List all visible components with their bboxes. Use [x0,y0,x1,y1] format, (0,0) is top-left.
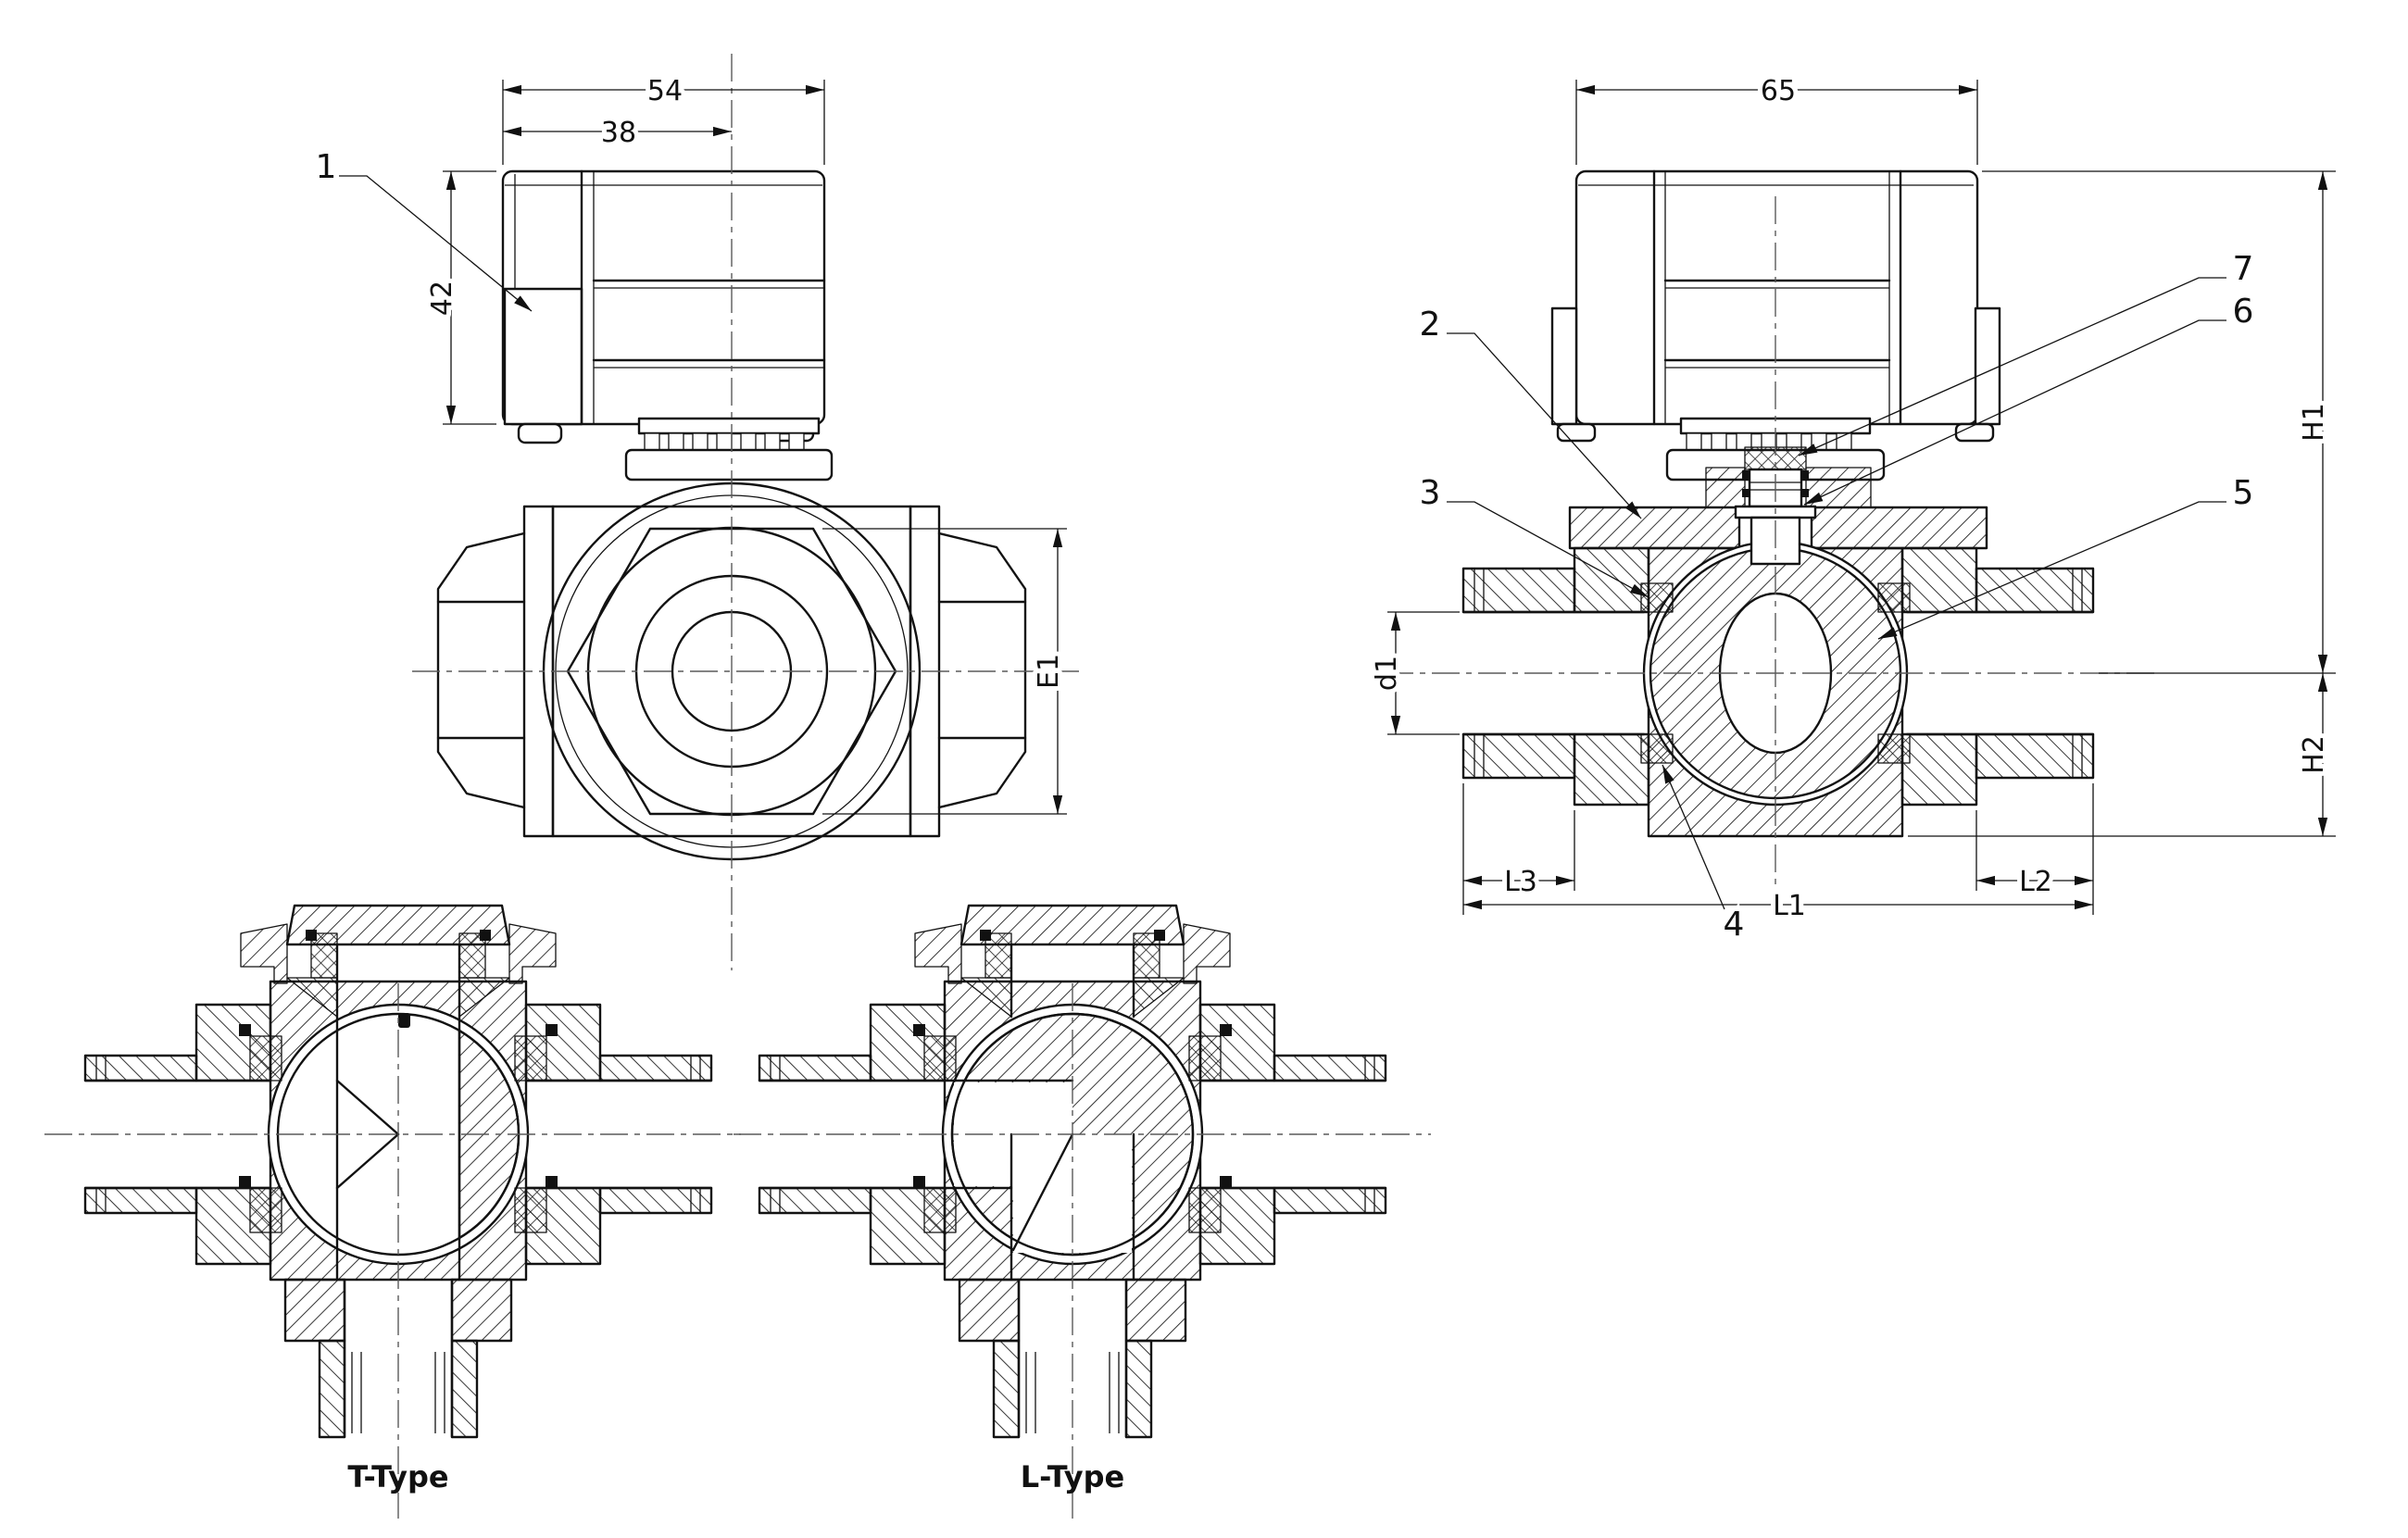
seat-right-top [1877,582,1911,613]
bottom-port-wall [992,1339,1021,1439]
dim-actuator-height: 42 [426,281,458,316]
leader-3 [1447,501,1649,598]
callout-4: 4 [1724,906,1745,944]
actuator-front [501,169,826,444]
side-dimensions: 65 H1 H2 d1 L3 L2 L1 [1366,70,2336,927]
union-nut-left-bottom [1461,732,1576,780]
l-type-section: L-Type [734,904,1431,1519]
bottom-flange [958,1278,1021,1343]
port-wall [1273,1186,1387,1215]
port-wall [598,1054,713,1082]
left-hex-nut [436,531,526,809]
bottom-port-wall [450,1339,479,1439]
callout-1: 1 [316,148,337,186]
seat-left-top [1640,582,1674,613]
port-wall [83,1054,198,1082]
seat [249,1035,282,1082]
o-ring [1742,470,1750,479]
t-type-section: T-Type [44,904,741,1519]
seat [249,1187,282,1233]
dim-l1: L1 [1773,890,1806,922]
callout-3: 3 [1420,474,1441,512]
callout-5: 5 [2233,474,2254,512]
tailpiece-right-bottom [1900,732,1978,807]
bottom-flange [283,1278,346,1343]
dim-actuator-depth: 65 [1761,75,1796,107]
bonnet-boss [1805,467,1872,508]
side-callouts: 2 3 4 5 6 7 [1416,246,2258,947]
leader-7 [1798,277,2226,456]
union-nut-right-bottom [1975,732,2095,780]
callout-6: 6 [2233,293,2254,331]
dim-d1: d1 [1371,656,1403,691]
bonnet-flange [1568,506,1741,550]
tailpiece-left-top [1573,546,1650,614]
callout-7: 7 [2233,250,2254,288]
seat [1188,1187,1222,1233]
bottom-port-wall [318,1339,346,1439]
actuator-foot [517,422,563,444]
bottom-flange [1124,1278,1187,1343]
leader-1 [339,175,533,312]
mounting-bracket-front [624,417,834,481]
port-wall [598,1186,713,1215]
l-type-label: L-Type [1021,1459,1124,1494]
dim-l3: L3 [1504,866,1537,898]
dim-h2: H2 [2298,735,2330,774]
o-ring [1800,489,1809,497]
o-ring [1742,489,1750,497]
actuator-ear [1974,306,2001,426]
callout-2: 2 [1420,306,1441,344]
seat [1188,1035,1222,1082]
union-nut-left-top [1461,567,1576,614]
front-view: 54 38 42 E1 1 [312,54,1079,970]
leader-2 [1447,332,1642,519]
leader-6 [1803,319,2226,506]
bonnet-flange [1810,506,1988,550]
seat [514,1035,547,1082]
dim-h1: H1 [2298,403,2330,442]
o-ring [1800,470,1809,479]
dim-actuator-width: 54 [647,75,683,107]
right-hex-nut [937,531,1027,809]
port-wall [83,1186,198,1215]
actuator-ear [1550,306,1578,426]
seat [514,1187,547,1233]
dim-across-flats: E1 [1033,654,1065,689]
stem-pin [398,1013,410,1028]
tailpiece-left-bottom [1573,732,1650,807]
dim-actuator-width-to-axis: 38 [601,117,636,149]
bottom-flange [450,1278,513,1343]
bottom-port-wall [1124,1339,1153,1439]
port-wall [758,1054,872,1082]
seat [923,1187,957,1233]
leader-4 [1662,764,1725,910]
tailpiece-right-top [1900,546,1978,614]
port-wall [1273,1054,1387,1082]
side-section-view: 65 H1 H2 d1 L3 L2 L1 2 3 4 5 6 7 [1366,70,2336,947]
seat-left-bottom [1640,733,1674,764]
t-type-label: T-Type [347,1459,448,1494]
bonnet-boss [1705,467,1746,508]
seat [923,1035,957,1082]
leader-5 [1877,501,2226,640]
port-wall [758,1186,872,1215]
dim-l2: L2 [2019,866,2052,898]
union-nut-right-top [1975,567,2095,614]
seat-right-bottom [1877,733,1911,764]
front-dimensions: 54 38 42 E1 1 [312,70,1070,815]
